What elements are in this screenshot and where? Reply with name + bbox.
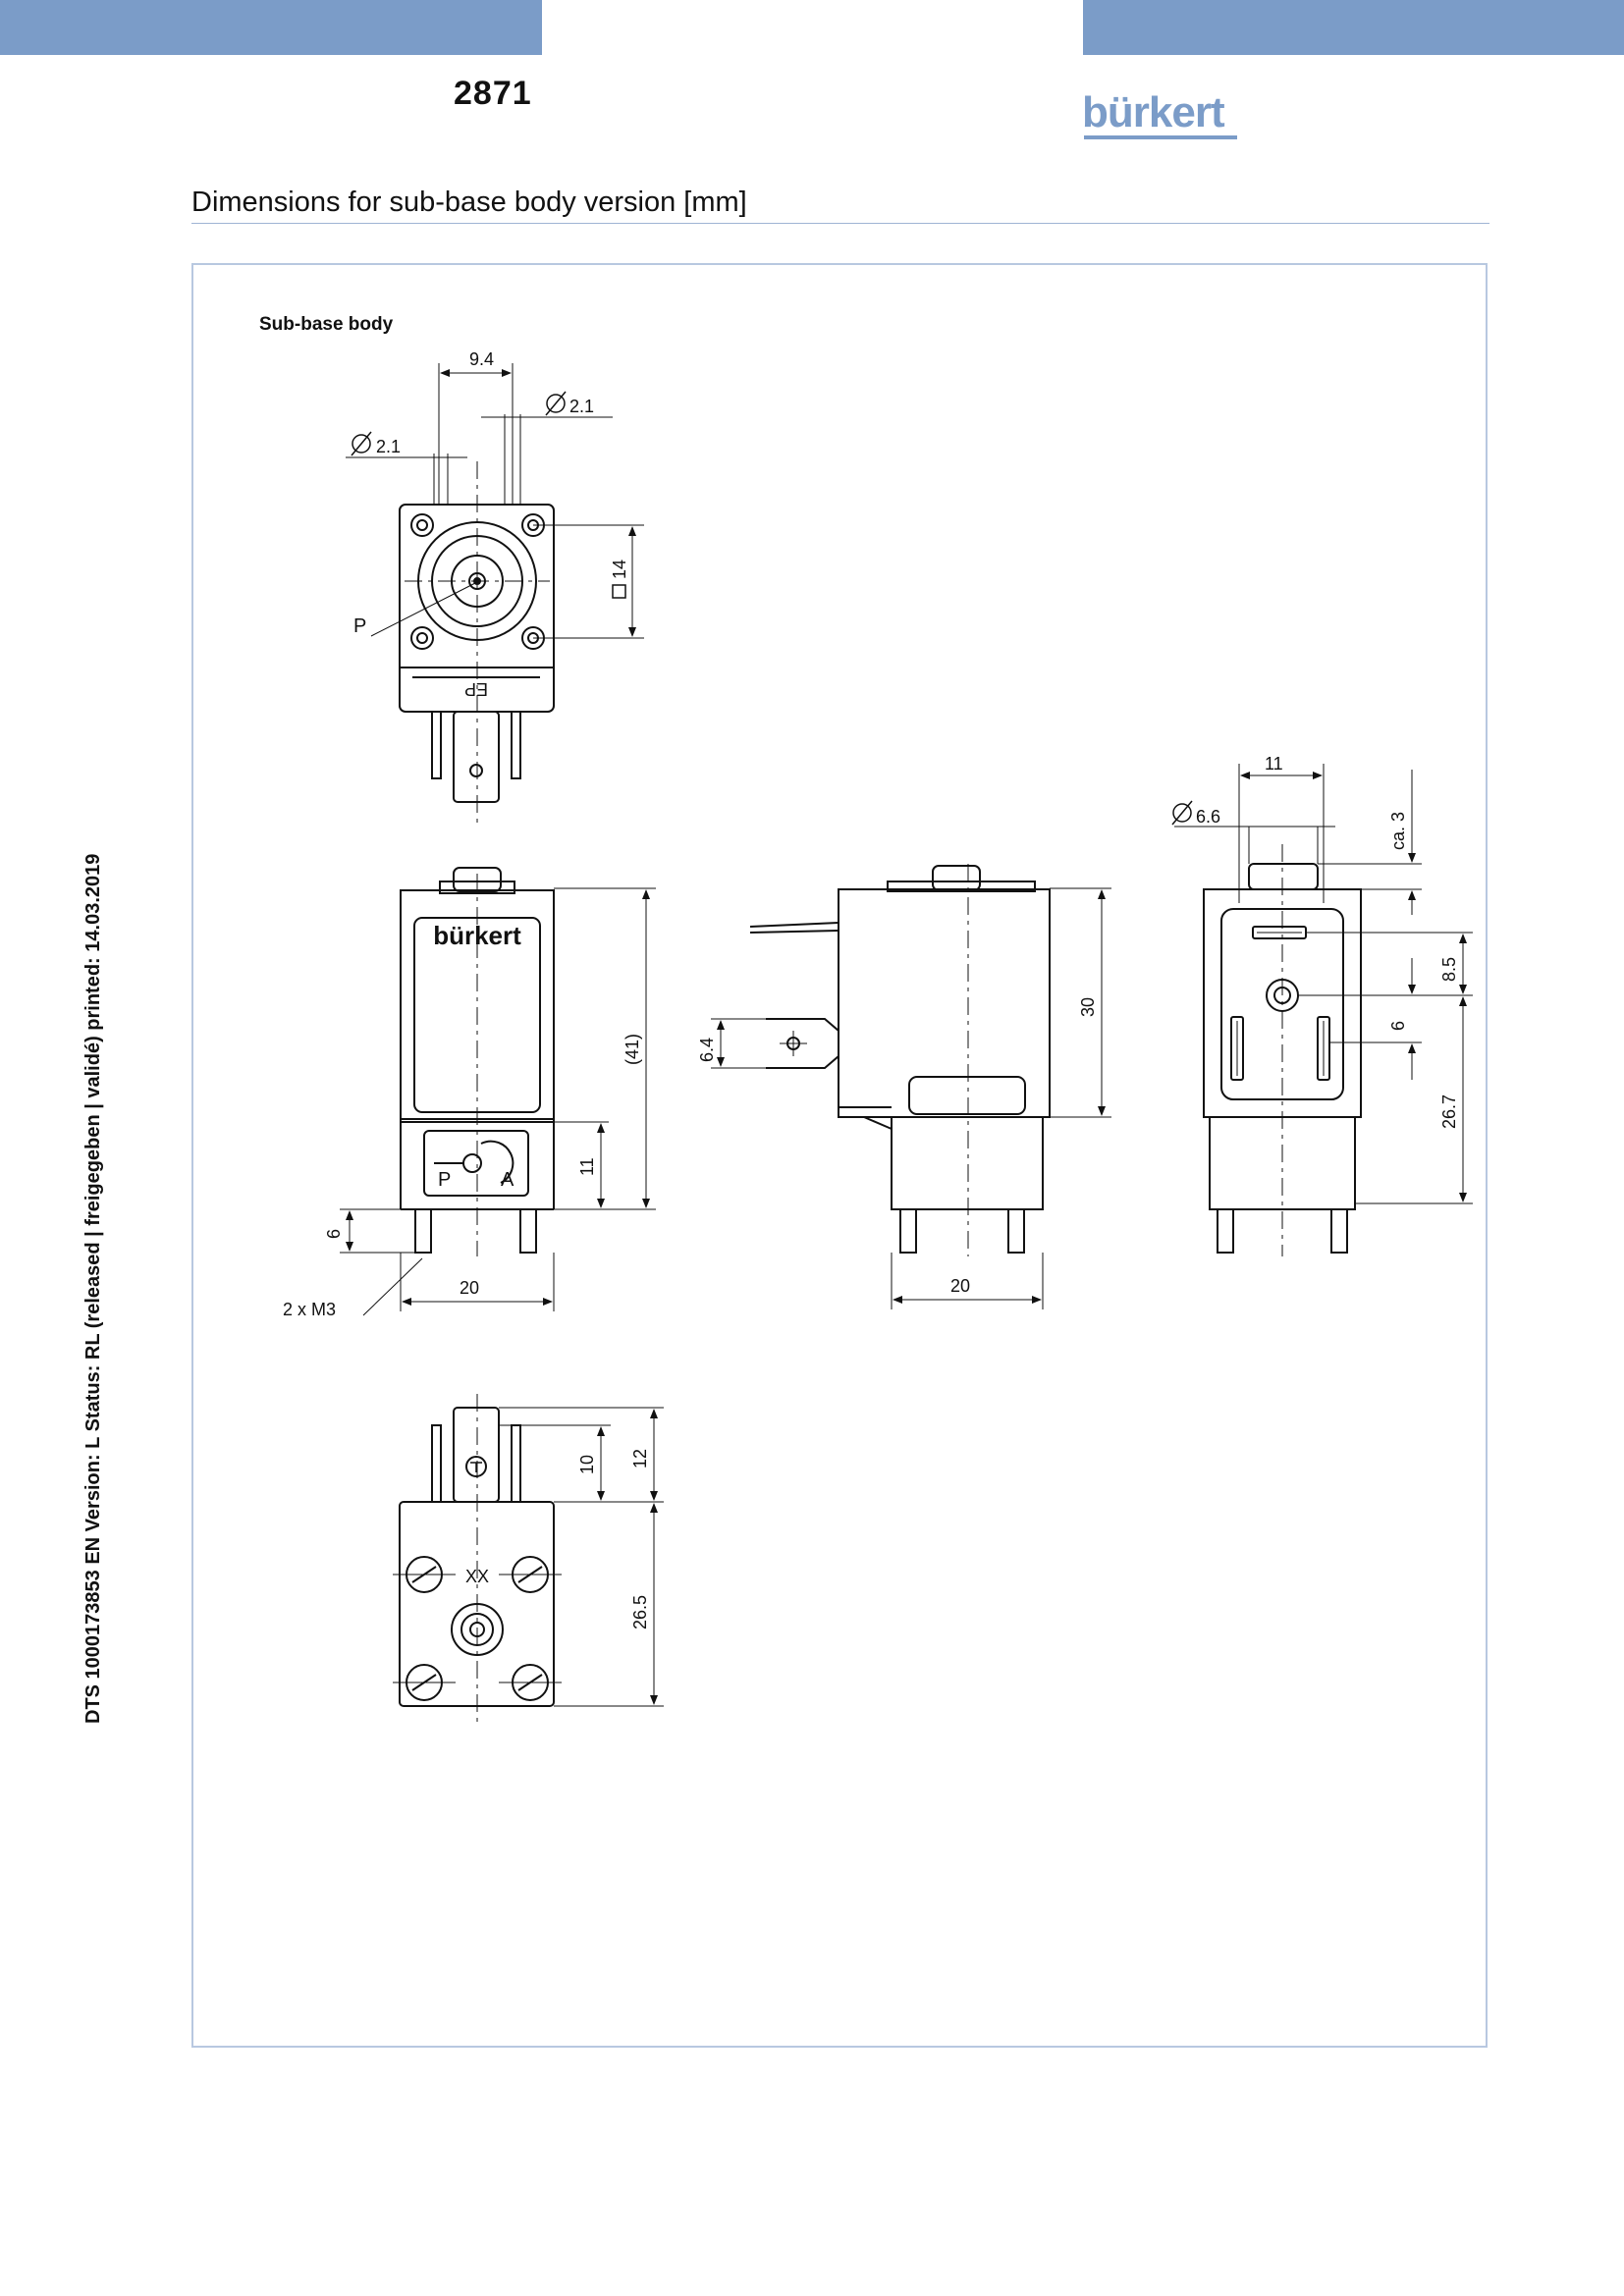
dim-20-front: 20 (460, 1278, 479, 1298)
thread-label: 2 x M3 (283, 1300, 336, 1319)
document-number: 2871 (454, 75, 532, 112)
drawing-subtitle: Sub-base body (259, 314, 394, 335)
dim-10: 10 (577, 1455, 597, 1474)
dim-6-4: 6.4 (697, 1038, 717, 1062)
port-p-label: P (353, 615, 366, 637)
top-view: EP 9.4 2.1 2.1 (346, 349, 644, 825)
dim-12: 12 (630, 1449, 650, 1468)
brand-logo: bürkert (1082, 82, 1239, 141)
dim-dia-2-1-right: 2.1 (569, 397, 594, 416)
header-bar-left (0, 0, 542, 55)
section-title: Dimensions for sub-base body version [mm… (191, 187, 747, 218)
connector-view: 11 6.6 ca. 3 8.5 6 26.7 (1171, 754, 1473, 1256)
dim-6-connector: 6 (1388, 1021, 1408, 1031)
title-rule (191, 223, 1489, 224)
dim-dia-2-1-left: 2.1 (376, 437, 401, 456)
drawing-frame (191, 263, 1488, 2048)
dim-9-4: 9.4 (469, 349, 494, 369)
bottom-view: XX 10 12 26.5 (393, 1394, 664, 1728)
port-p-symbol: P (438, 1169, 451, 1191)
port-a-symbol: A (501, 1169, 514, 1191)
dim-26-5: 26.5 (630, 1595, 650, 1629)
dim-square-14: 14 (610, 560, 629, 579)
header-bar-right (1083, 0, 1624, 55)
svg-text:EP: EP (464, 679, 488, 699)
brand-logo-underline (1084, 135, 1237, 139)
dim-11-connector: 11 (1265, 754, 1283, 774)
dim-30: 30 (1078, 997, 1098, 1017)
dim-dia-6-6: 6.6 (1196, 807, 1220, 827)
dim-20-side: 20 (950, 1276, 970, 1296)
dim-6-pin: 6 (324, 1229, 344, 1239)
dim-41: (41) (623, 1034, 642, 1065)
side-view: 30 6.4 20 (697, 864, 1111, 1309)
dim-8-5: 8.5 (1439, 957, 1459, 982)
dim-26-7: 26.7 (1439, 1095, 1459, 1129)
brand-logo-text: bürkert (1082, 88, 1225, 136)
dim-ca-3: ca. 3 (1388, 812, 1408, 850)
front-view: bürkert P A (41) 11 6 20 2 x M3 (283, 867, 656, 1319)
dim-11: 11 (577, 1157, 597, 1176)
